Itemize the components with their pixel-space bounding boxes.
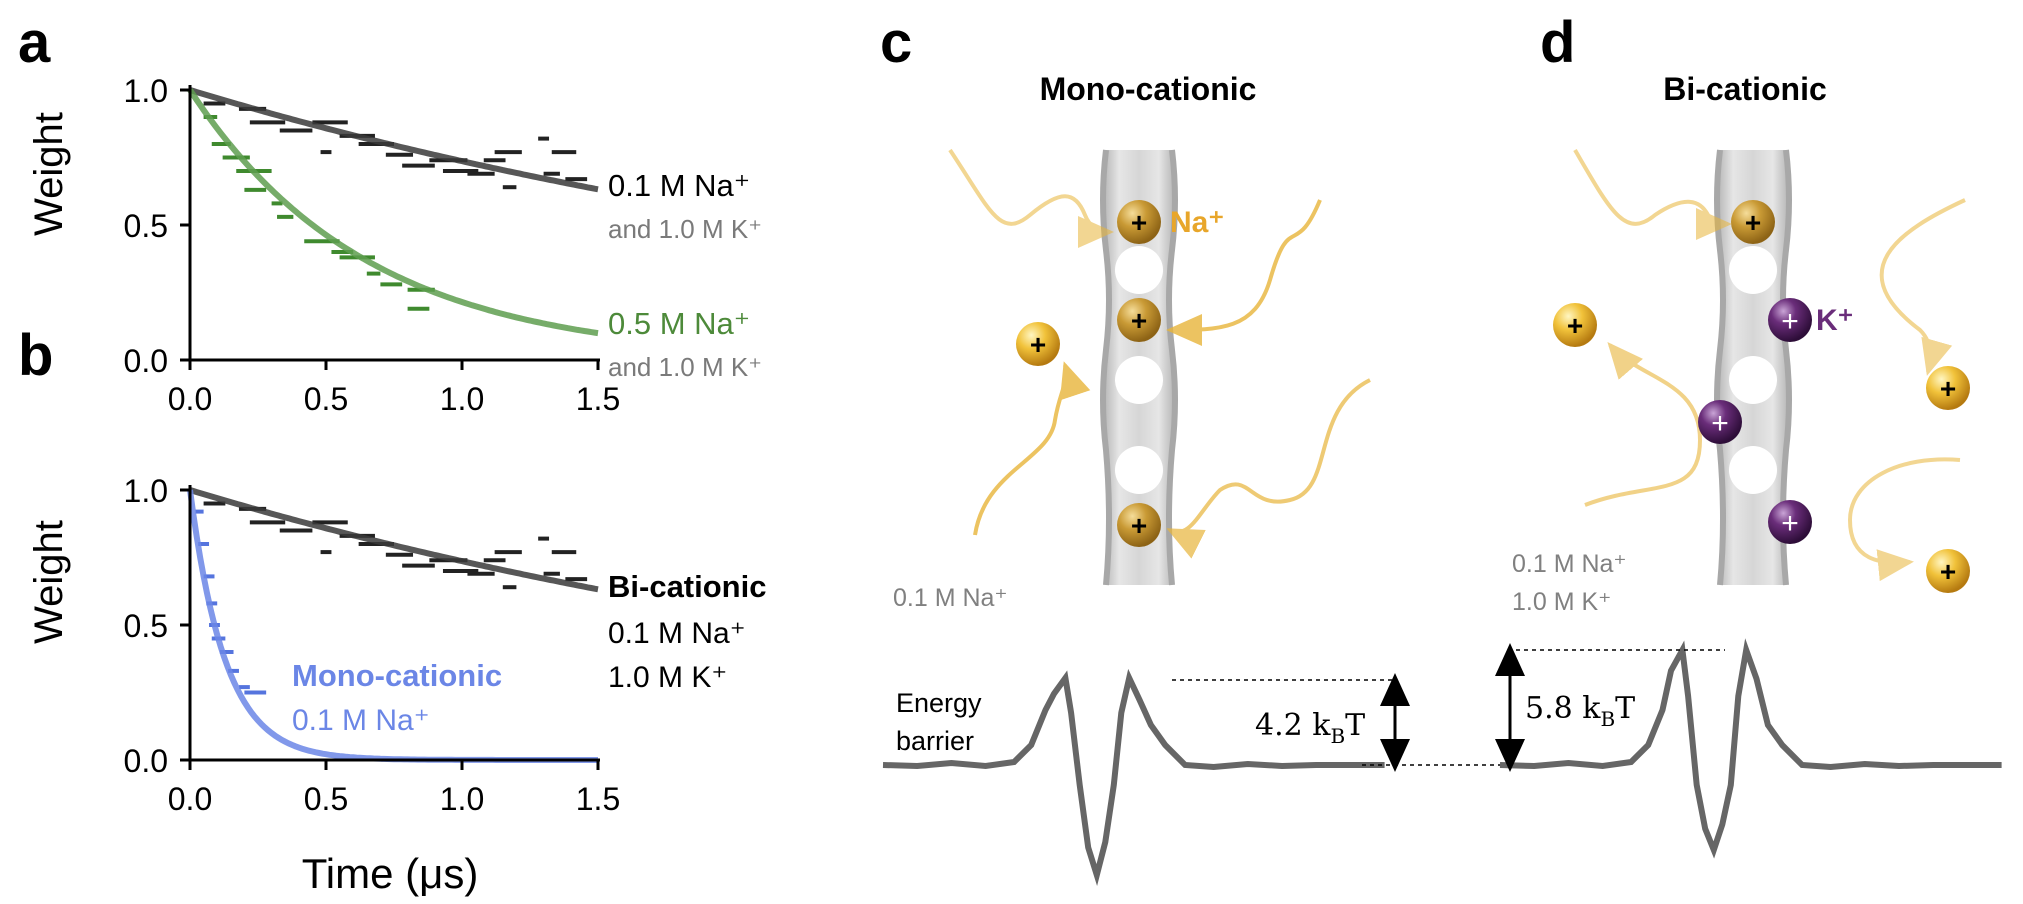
na-ion-label: Na⁺ — [1170, 206, 1224, 239]
panel-letter-b: b — [18, 323, 53, 388]
chart-b-xlabel: Time (μs) — [302, 850, 479, 897]
svg-text:+: + — [1567, 310, 1583, 341]
legend-a-series2-name: 0.5 M Na⁺ — [608, 306, 750, 341]
legend-b-series1-name: Bi-cationic — [608, 569, 766, 604]
svg-text:+: + — [1781, 507, 1799, 540]
na-ion-c-3: + — [1117, 503, 1161, 547]
trajectory-d-3 — [1879, 198, 1966, 376]
panel-letter-a: a — [18, 10, 51, 75]
x-tick-label-0-1: 0.5 — [304, 381, 348, 417]
panel-d-condition-2: 1.0 M K⁺ — [1512, 588, 1611, 616]
svg-text:+: + — [1711, 407, 1729, 440]
trajectory-d-4 — [1847, 457, 1961, 582]
energy-d-value: 5.8 kBT — [1525, 691, 1635, 731]
panel-letter-c: c — [880, 10, 912, 75]
energy-c-value: 4.2 kBT — [1255, 708, 1365, 748]
trajectory-c-3 — [973, 361, 1091, 536]
legend-b-series1-sub2: 1.0 M K⁺ — [608, 661, 727, 694]
legend-a-series1-name: 0.1 M Na⁺ — [608, 168, 750, 203]
y-tick-label-1-1: 0.5 — [124, 608, 168, 644]
fit-line-1-0 — [189, 487, 599, 593]
svg-text:+: + — [1940, 556, 1956, 587]
energy-barrier-label-1: Energy — [896, 688, 982, 718]
panel-letter-d: d — [1540, 10, 1575, 75]
x-tick-label-1-3: 1.5 — [576, 781, 620, 817]
panel-d-title: Bi-cationic — [1663, 71, 1827, 107]
energy-curve-c — [882, 668, 1385, 886]
panel-d-condition-1: 0.1 M Na⁺ — [1512, 550, 1627, 578]
chart-b-ylabel: Weight — [27, 520, 71, 644]
y-tick-label-1-0: 0.0 — [124, 743, 168, 779]
x-tick-label-0-0: 0.0 — [168, 381, 212, 417]
trajectory-c-2 — [1166, 199, 1322, 346]
chart-b-axes: 0.0 0.5 1.0 0.0 0.5 1.0 1.5 — [124, 473, 621, 817]
k-ion-d-1: + — [1768, 298, 1812, 342]
legend-b-series1-sub1: 0.1 M Na⁺ — [608, 617, 746, 650]
svg-text:+: + — [1781, 305, 1799, 338]
chart-a-marks — [187, 87, 599, 337]
svg-text:+: + — [1131, 207, 1147, 238]
svg-text:+: + — [1745, 207, 1761, 238]
panel-c-condition: 0.1 M Na⁺ — [893, 584, 1008, 612]
trajectory-c-1 — [948, 148, 1114, 248]
x-tick-label-1-0: 0.0 — [168, 781, 212, 817]
svg-text:+: + — [1131, 510, 1147, 541]
panel-c-title: Mono-cationic — [1040, 71, 1257, 107]
svg-text:+: + — [1940, 373, 1956, 404]
trajectory-d-2 — [1584, 341, 1703, 507]
chart-a-axes: 0.0 0.5 1.0 0.0 0.5 1.0 1.5 — [124, 73, 621, 417]
na-ion-d-free-1: + — [1553, 303, 1597, 347]
legend-b-series2-name: Mono-cationic — [292, 658, 502, 693]
legend-a-series1-sub: and 1.0 M K⁺ — [608, 214, 762, 244]
svg-text:+: + — [1030, 329, 1046, 360]
svg-text:+: + — [1131, 305, 1147, 336]
legend-a-series2-sub: and 1.0 M K⁺ — [608, 352, 762, 382]
y-tick-label-0-0: 0.0 — [124, 343, 168, 379]
na-ion-c-1: + — [1117, 200, 1161, 244]
x-tick-label-0-3: 1.5 — [576, 381, 620, 417]
na-ion-d-free-3: + — [1926, 549, 1970, 593]
chart-panel-b: 0.0 0.5 1.0 0.0 0.5 1.0 1.5 Weight Time (μs) B… — [27, 473, 766, 897]
x-tick-label-0-2: 1.0 — [440, 381, 484, 417]
x-tick-label-1-1: 0.5 — [304, 781, 348, 817]
na-ion-c-free: + — [1016, 322, 1060, 366]
na-ion-c-2: + — [1117, 298, 1161, 342]
y-tick-label-1-2: 1.0 — [124, 473, 168, 509]
panel-c-illustration: Mono-cationic + + + + — [882, 71, 1570, 886]
energy-curve-d — [1499, 638, 2002, 859]
k-ion-d-3: + — [1768, 500, 1812, 544]
y-tick-label-0-2: 1.0 — [124, 73, 168, 109]
na-ion-d-free-2: + — [1926, 366, 1970, 410]
trajectory-d-1 — [1573, 148, 1732, 240]
energy-barrier-label-2: barrier — [896, 726, 974, 756]
k-ion-label: K⁺ — [1816, 304, 1854, 337]
na-ion-d-1: + — [1731, 200, 1775, 244]
trajectory-c-4 — [1166, 378, 1371, 559]
fit-line-0-1 — [187, 88, 599, 337]
fit-line-0-0 — [189, 87, 599, 193]
chart-panel-a: 0.0 0.5 1.0 0.0 0.5 1.0 1.5 Weight 0.1 M Na⁺ a… — [27, 73, 762, 417]
y-tick-label-0-1: 0.5 — [124, 208, 168, 244]
k-ion-d-2: + — [1698, 400, 1742, 444]
panel-d-illustration: Bi-cationic + + + + — [1495, 71, 2002, 859]
x-tick-label-1-2: 1.0 — [440, 781, 484, 817]
legend-b-series2-sub: 0.1 M Na⁺ — [292, 704, 430, 737]
chart-a-ylabel: Weight — [27, 112, 71, 236]
